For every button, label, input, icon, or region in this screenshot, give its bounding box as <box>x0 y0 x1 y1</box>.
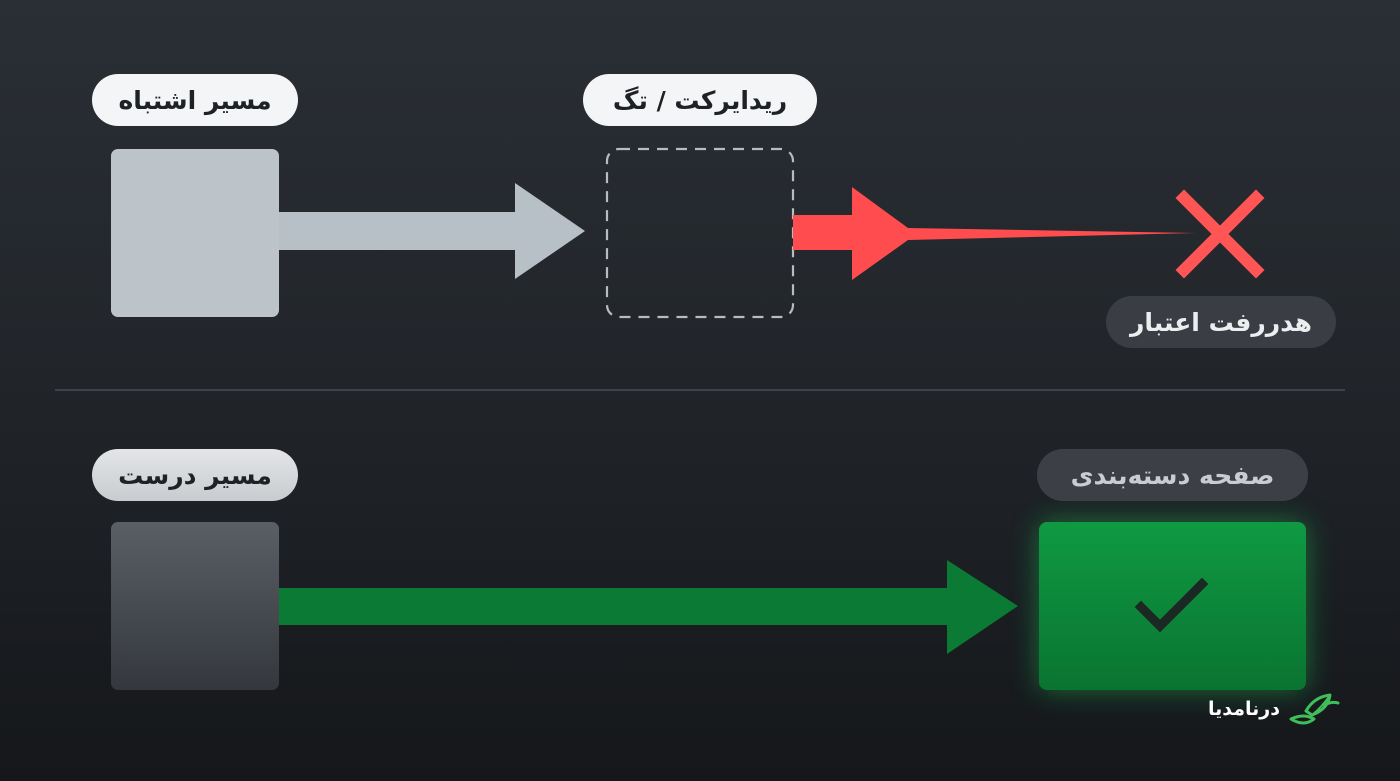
credit-loss-label: هدررفت اعتبار <box>1106 296 1336 348</box>
category-page-box <box>1039 522 1306 690</box>
right-arrow <box>279 560 1018 654</box>
brand-name: درنامدیا <box>1208 698 1280 720</box>
category-page-label: صفحه دسته‌بندی <box>1037 449 1308 501</box>
right-path-label: مسیر درست <box>92 449 298 501</box>
leaf-logo-icon <box>1289 693 1340 725</box>
brand-logo: درنامدیا <box>1208 686 1354 732</box>
checkmark-icon <box>1134 577 1209 633</box>
wrong-arrow <box>279 183 585 279</box>
cross-icon <box>1175 189 1265 279</box>
wrong-source-box <box>111 149 279 317</box>
right-source-box <box>111 522 279 690</box>
loss-arrow <box>793 187 1195 280</box>
redirect-box <box>605 147 795 319</box>
redirect-label: ریدایرکت / تگ <box>583 74 817 126</box>
wrong-path-label: مسیر اشتباه <box>92 74 298 126</box>
